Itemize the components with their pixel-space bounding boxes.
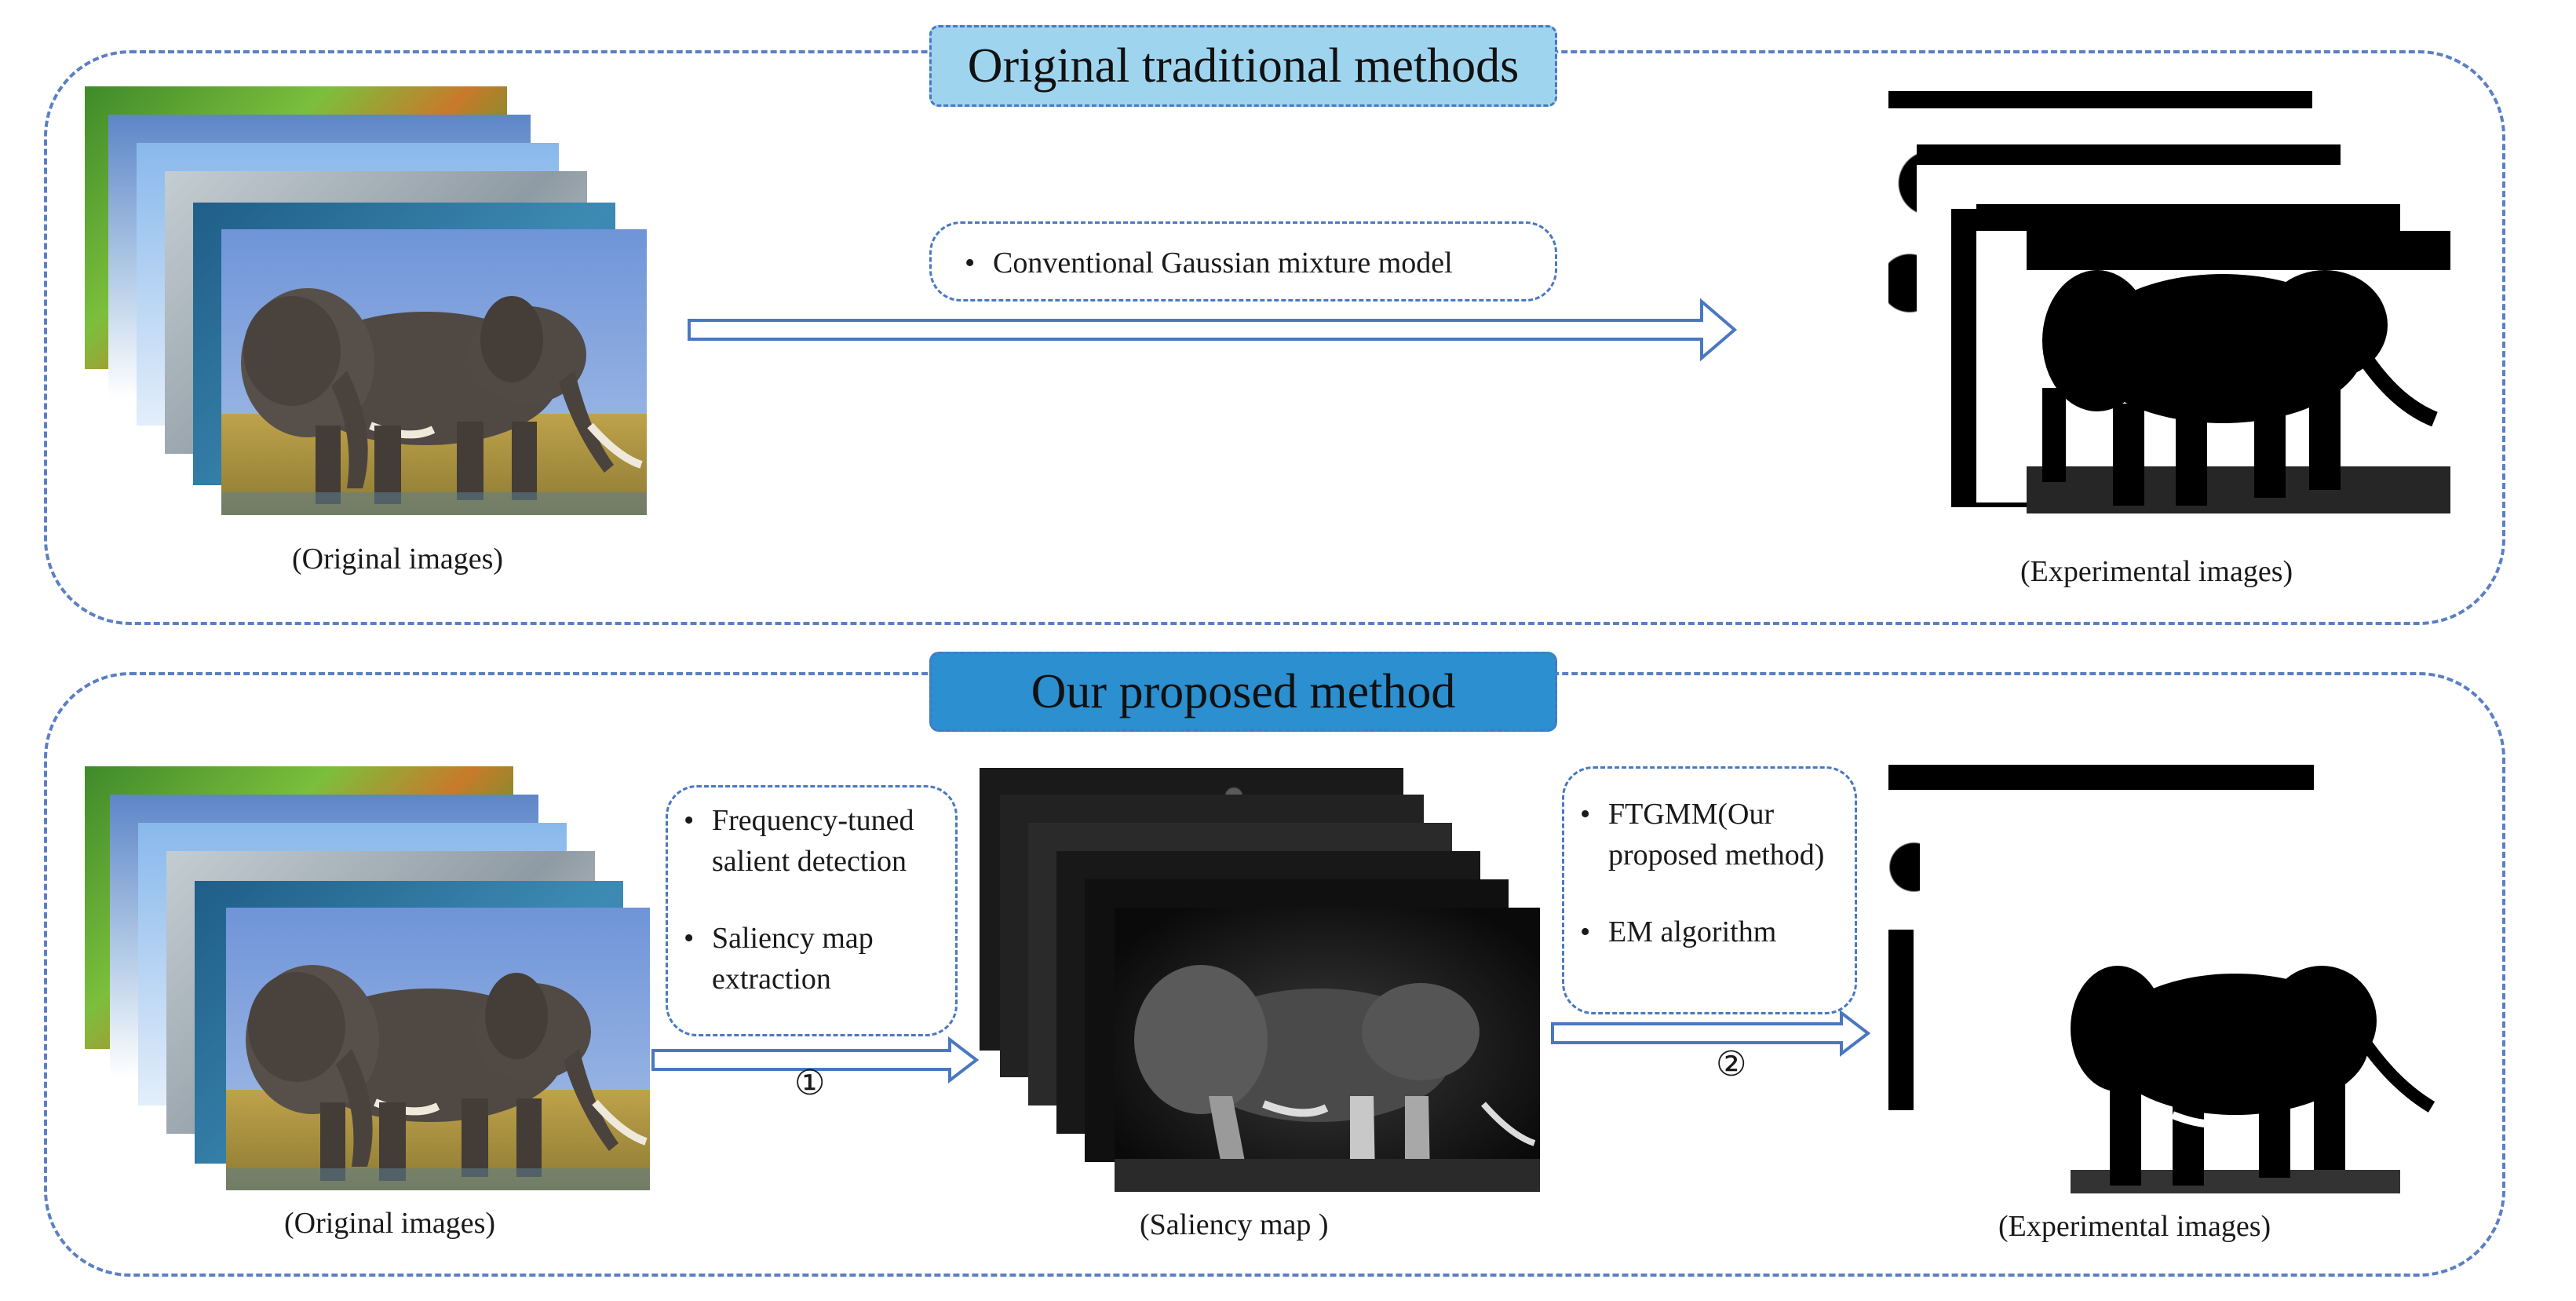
original-images-caption-bottom: (Original images) — [284, 1207, 496, 1240]
note-item-frequency-tuned: Frequency-tuned salient detection — [676, 800, 947, 882]
saliency-elephant — [1115, 908, 1540, 1192]
binary-elephant — [2023, 911, 2449, 1193]
elephant-photo — [226, 908, 650, 1190]
top-process-arrow — [688, 298, 1738, 362]
binary-elephant — [2027, 231, 2450, 513]
experimental-images-caption-bottom: (Experimental images) — [1998, 1210, 2271, 1243]
saliency-map-caption: (Saliency map ) — [1140, 1208, 1329, 1241]
note-item-ftgmm: FTGMM(Our proposed method) — [1572, 794, 1852, 875]
step1-marker: ① — [794, 1064, 826, 1102]
note-item-em-algorithm: EM algorithm — [1572, 912, 1852, 952]
step1-arrow — [651, 1036, 980, 1084]
elephant-photo — [221, 229, 647, 515]
binary-layer — [1888, 930, 1914, 1110]
step2-marker: ② — [1716, 1045, 1747, 1084]
proposed-method-title: Our proposed method — [929, 652, 1557, 732]
note-item-saliency-extraction: Saliency map extraction — [676, 918, 947, 1000]
traditional-methods-title: Original traditional methods — [929, 25, 1557, 107]
step2-arrow — [1551, 1009, 1871, 1058]
original-images-caption-top: (Original images) — [292, 543, 504, 576]
note-item: Conventional Gaussian mixture model — [957, 243, 1555, 283]
conventional-gmm-note: Conventional Gaussian mixture model — [929, 221, 1557, 301]
experimental-images-caption-top: (Experimental images) — [2020, 555, 2293, 588]
step1-notes: Frequency-tuned salient detection Salien… — [666, 785, 958, 1036]
step2-notes: FTGMM(Our proposed method) EM algorithm — [1562, 766, 1857, 1014]
